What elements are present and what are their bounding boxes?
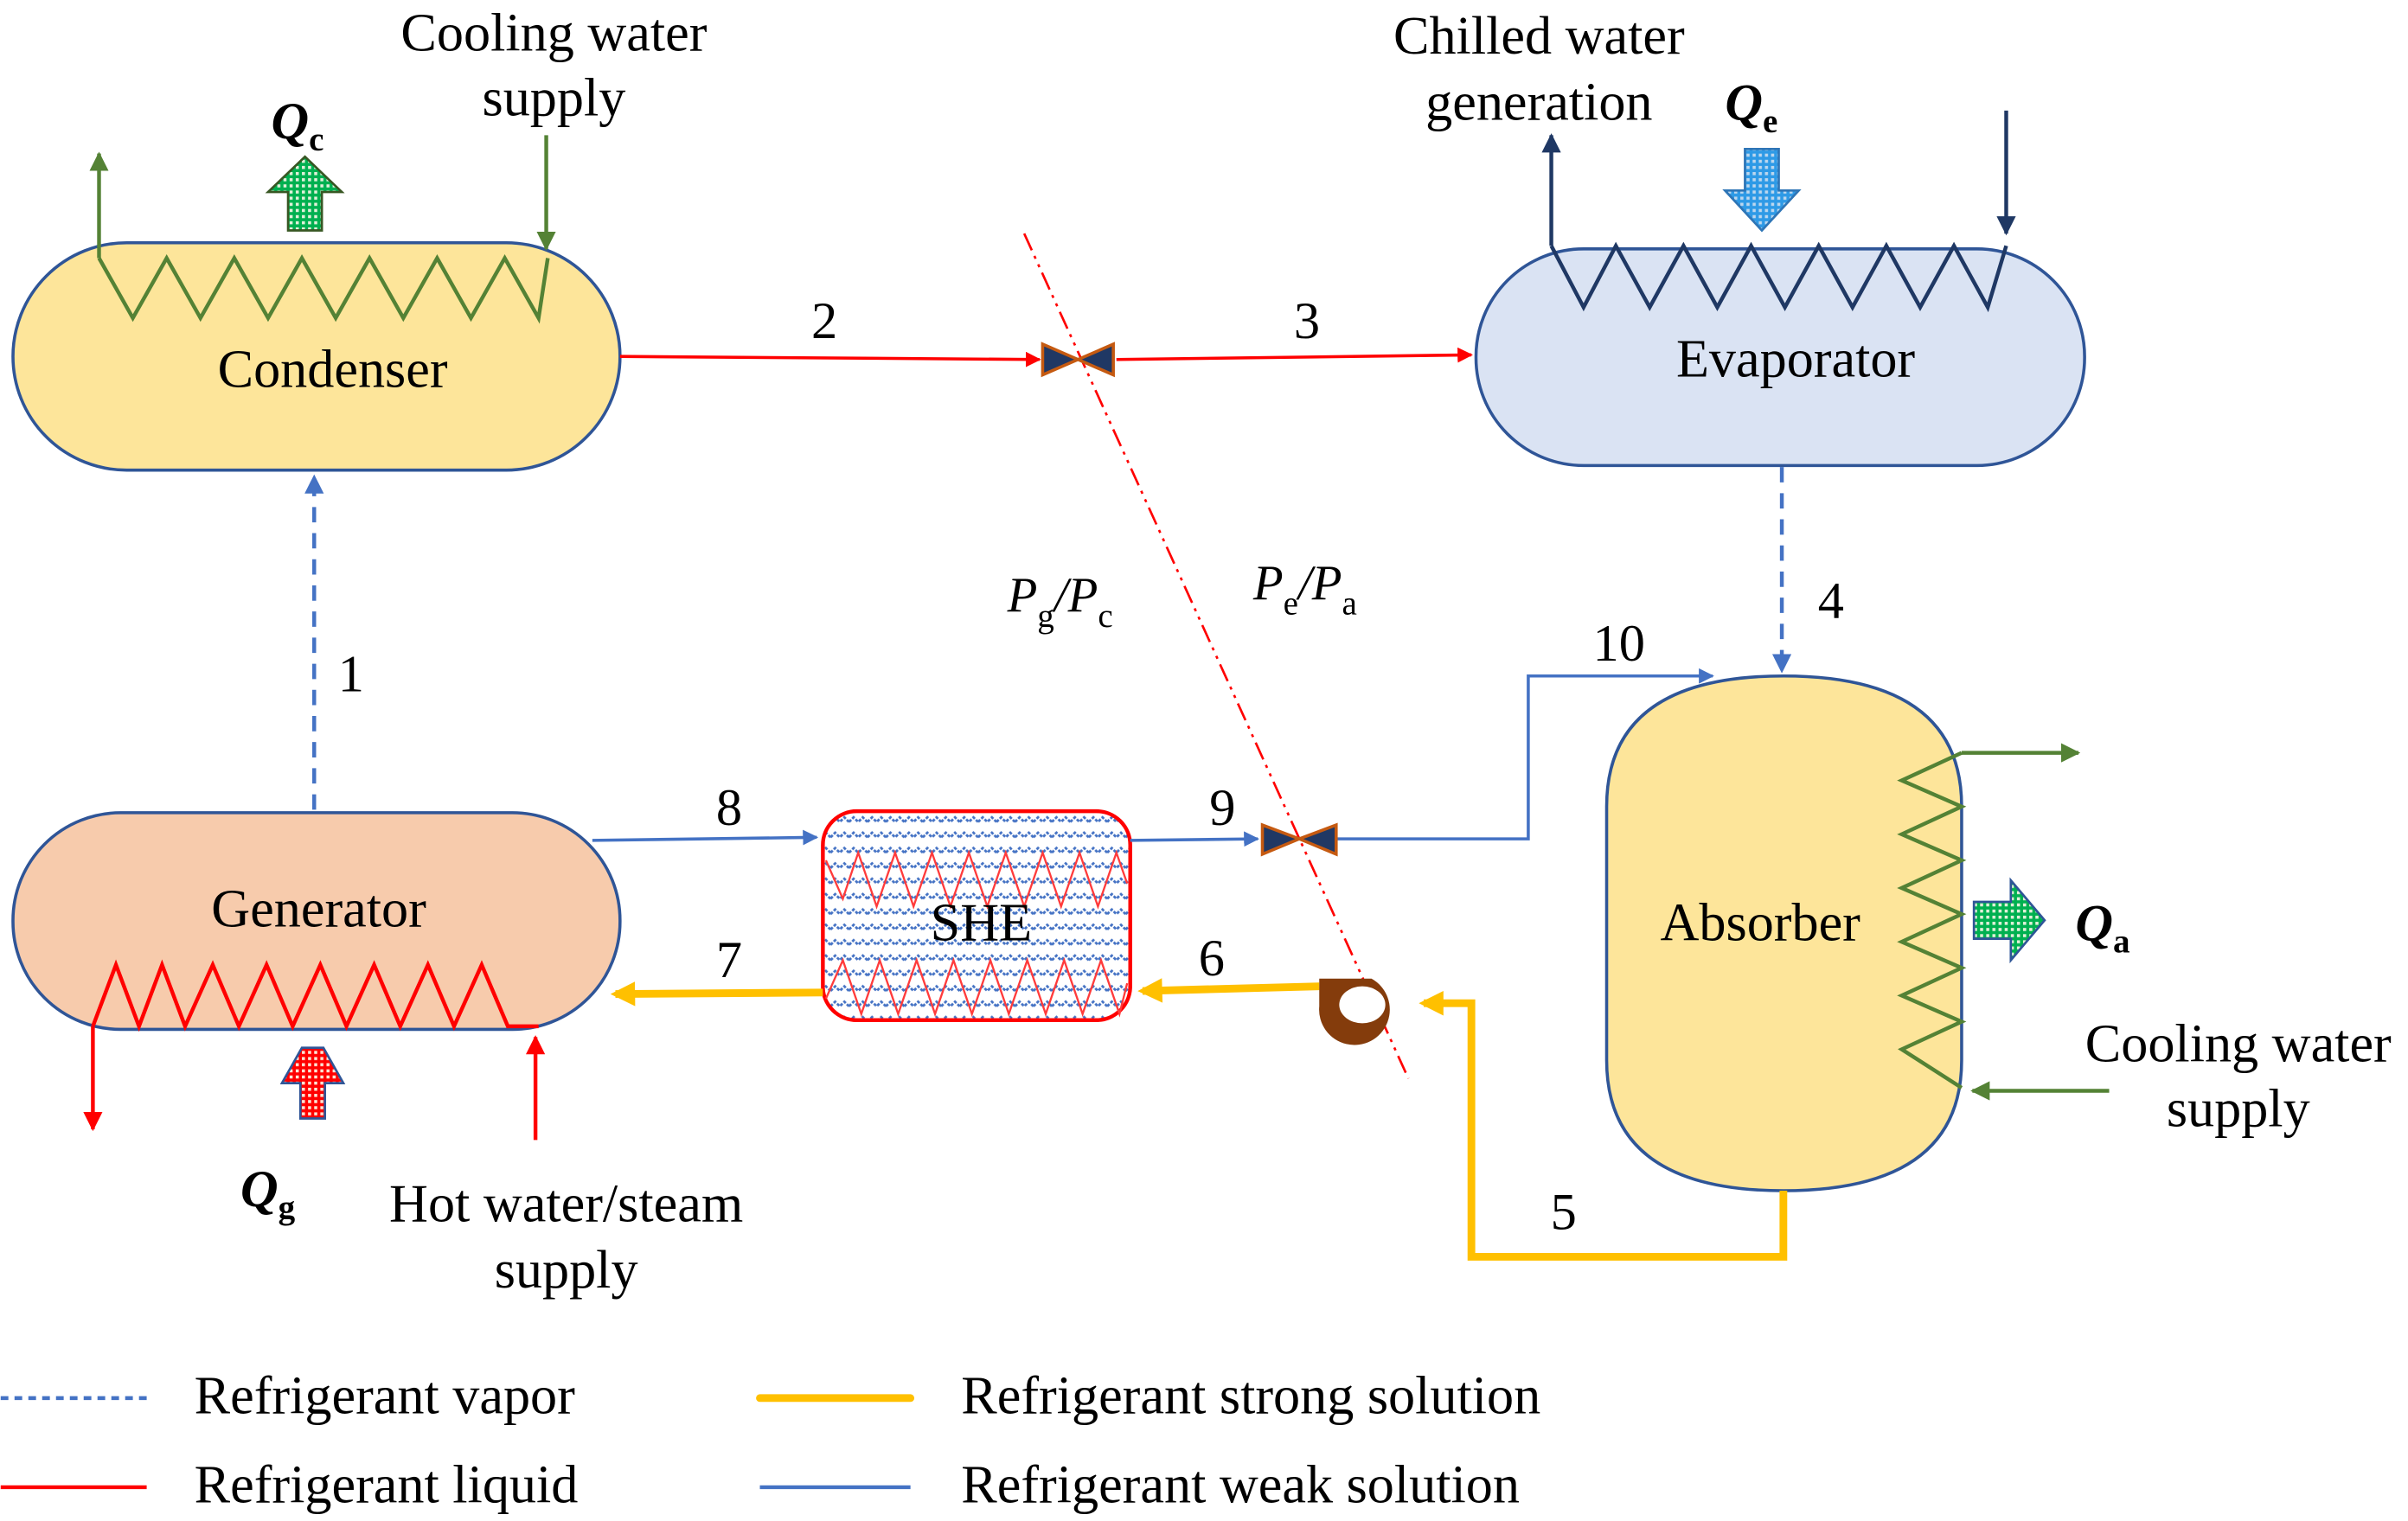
legend-item-vapor: Refrigerant vapor xyxy=(0,1367,575,1426)
pressure-label-high: Pg/Pc xyxy=(1007,568,1113,635)
she-label: SHE xyxy=(931,893,1032,952)
legend-label-liquid: Refrigerant liquid xyxy=(195,1456,579,1515)
generator-label: Generator xyxy=(211,879,426,938)
qc-label: Qc xyxy=(272,93,324,158)
absorber-vessel xyxy=(1604,674,1963,1192)
qa-heat-arrow-icon xyxy=(1972,877,2046,964)
legend-item-weak: Refrigerant weak solution xyxy=(759,1456,1520,1515)
absorber-coil xyxy=(1897,751,1967,1090)
qc-heat-arrow-icon xyxy=(265,155,345,232)
condenser-coil xyxy=(97,253,550,324)
solution-heat-exchanger[interactable]: SHE xyxy=(821,808,1132,1022)
chilled-water-label-2: generation xyxy=(1425,73,1652,132)
she-lower-coil xyxy=(824,956,1129,1018)
state-point-9: 9 xyxy=(1209,779,1235,837)
stream-9-weak xyxy=(1130,831,1259,847)
evaporator-label: Evaporator xyxy=(1676,329,1915,388)
legend-label-strong: Refrigerant strong solution xyxy=(961,1367,1540,1426)
evaporator-coil xyxy=(1549,241,2008,313)
qg-heat-arrow-icon xyxy=(279,1046,346,1120)
stream-5-strong xyxy=(1419,991,1788,1261)
legend-label-vapor: Refrigerant vapor xyxy=(195,1367,575,1426)
legend-item-strong: Refrigerant strong solution xyxy=(756,1367,1540,1426)
evaporator-vessel xyxy=(1474,247,2086,468)
condenser-cooling-label-1: Cooling water xyxy=(400,4,707,63)
absorber-label: Absorber xyxy=(1661,893,1861,952)
stream-10-weak xyxy=(1335,668,1714,840)
generator-coil xyxy=(91,959,539,1032)
absorber-cooling-label-1: Cooling water xyxy=(2085,1015,2392,1074)
expansion-valve-refrigerant[interactable] xyxy=(1041,342,1115,378)
condenser-cooling-label-2: supply xyxy=(483,68,626,127)
state-point-3: 3 xyxy=(1294,292,1320,350)
state-point-2: 2 xyxy=(811,292,837,350)
stream-2-liquid xyxy=(619,351,1041,367)
legend-label-weak: Refrigerant weak solution xyxy=(961,1456,1520,1515)
qg-label: Qg xyxy=(240,1160,296,1226)
state-point-7: 7 xyxy=(716,931,742,989)
condenser-label: Condenser xyxy=(218,341,448,399)
state-point-4: 4 xyxy=(1818,572,1844,629)
stream-7-strong xyxy=(610,981,823,1007)
condenser[interactable]: Condenser xyxy=(11,240,622,472)
chilled-water-label-1: Chilled water xyxy=(1393,7,1685,66)
solution-pump-icon[interactable] xyxy=(1319,978,1390,1045)
state-point-5: 5 xyxy=(1551,1183,1577,1241)
hot-water-label-2: supply xyxy=(495,1241,638,1300)
state-point-1: 1 xyxy=(338,646,364,704)
pressure-label-low: Pe/Pa xyxy=(1252,556,1357,623)
qa-label: Qa xyxy=(2075,894,2129,960)
state-point-8: 8 xyxy=(716,779,742,837)
absorber-cooling-label-2: supply xyxy=(2167,1079,2310,1138)
state-point-6: 6 xyxy=(1199,930,1225,987)
absorber[interactable]: Absorber xyxy=(1604,674,1967,1192)
expansion-valve-solution[interactable] xyxy=(1260,822,1338,857)
qe-heat-arrow-icon xyxy=(1722,148,1802,233)
generator[interactable]: Generator xyxy=(11,811,622,1032)
legend: Refrigerant vapor Refrigerant liquid Ref… xyxy=(0,1367,1540,1515)
stream-3-liquid xyxy=(1116,347,1473,363)
stream-8-weak xyxy=(592,829,819,846)
qe-label: Qe xyxy=(1725,74,1777,140)
she-upper-coil xyxy=(824,849,1129,910)
stream-6-strong xyxy=(1137,978,1320,1003)
hot-water-label-1: Hot water/steam xyxy=(389,1175,743,1234)
evaporator[interactable]: Evaporator xyxy=(1474,241,2086,468)
state-point-10: 10 xyxy=(1593,615,1645,673)
pressure-boundary-line xyxy=(1022,233,1410,1079)
legend-item-liquid: Refrigerant liquid xyxy=(0,1456,579,1515)
